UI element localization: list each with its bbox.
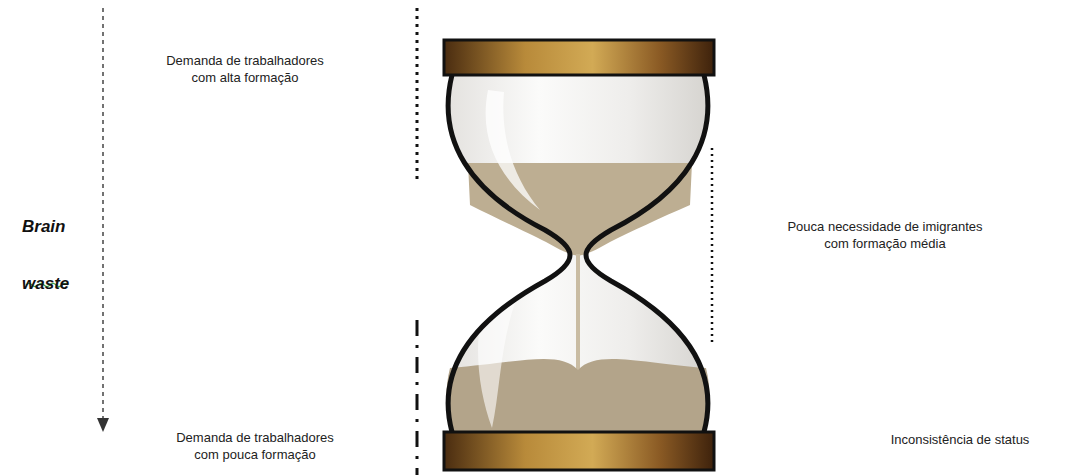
annotation-text: Demanda de trabalhadores com alta formaç… [156, 52, 334, 86]
glass-highlight [486, 90, 540, 210]
label-box: Demanda de trabalhadores com alta formaç… [156, 52, 334, 86]
glass-highlight [478, 300, 516, 428]
arrow-head [97, 418, 109, 432]
dashed-arrow [102, 8, 104, 420]
dash-dot-bracket [416, 320, 419, 475]
annotation-text: Pouca necessidade de imigrantes com form… [783, 218, 988, 252]
label-box: Brain waste [22, 198, 84, 312]
label-box: Pouca necessidade de imigrantes com form… [783, 218, 988, 252]
sand-stream [576, 254, 580, 379]
label-box: Demanda de trabalhadores com pouca forma… [166, 429, 344, 463]
side-title: Brain waste [22, 198, 84, 312]
glass-outline [448, 75, 570, 432]
dotted-bracket [416, 8, 419, 183]
hourglass-cap [444, 40, 714, 75]
label-box: Inconsistência de status [860, 431, 1060, 448]
hourglass-cap [444, 432, 714, 470]
annotation-text: Inconsistência de status [860, 431, 1060, 448]
annotation-text: Demanda de trabalhadores com pouca forma… [166, 429, 344, 463]
dotted-bracket [711, 148, 714, 345]
top-sand [468, 163, 692, 256]
glass-outline [586, 75, 708, 432]
